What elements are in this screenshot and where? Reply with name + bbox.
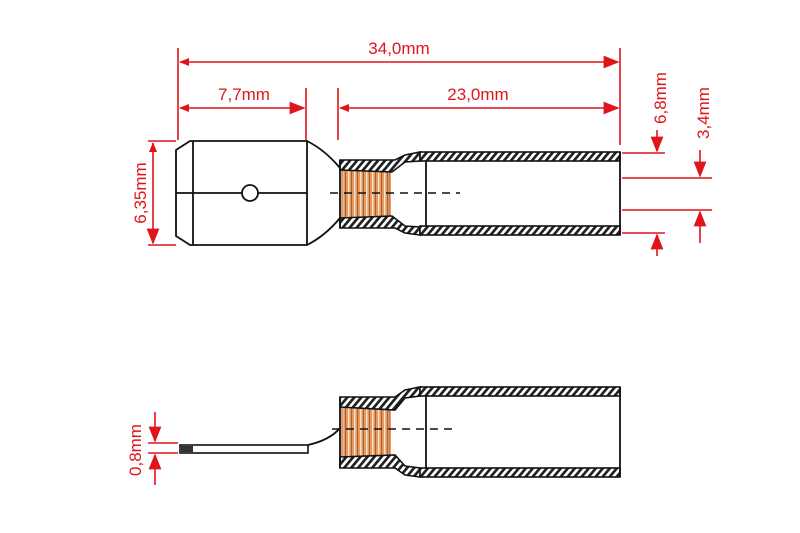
copper-barrel-side [341, 406, 391, 458]
copper-barrel [341, 169, 391, 219]
insulation-length-label: 23,0mm [447, 85, 508, 104]
side-view: 0,8mm [126, 386, 621, 485]
dim-insulation-length: 23,0mm [337, 85, 620, 140]
blade-side [179, 444, 309, 454]
dim-total-length: 34,0mm [177, 39, 621, 145]
blade-thickness-label: 0,8mm [126, 424, 145, 476]
total-length-label: 34,0mm [368, 39, 429, 58]
dim-blade-width: 6,35mm [131, 140, 176, 246]
inner-diameter-label: 3,4mm [694, 87, 713, 139]
neck [306, 140, 341, 246]
top-view: 34,0mm 7,7mm 23,0mm 6,35mm 6,8mm [131, 39, 713, 256]
outer-diameter-label: 6,8mm [651, 72, 670, 124]
blade-width-label: 6,35mm [131, 162, 150, 223]
dim-outer-diameter: 6,8mm [622, 72, 670, 256]
insulation-tube [419, 151, 621, 236]
blade [175, 140, 308, 246]
dim-inner-diameter: 3,4mm [622, 87, 713, 243]
dim-blade-length: 7,7mm [179, 85, 307, 140]
blade-length-label: 7,7mm [218, 85, 270, 104]
blade-hole [241, 184, 259, 202]
dim-blade-thickness: 0,8mm [126, 412, 178, 485]
